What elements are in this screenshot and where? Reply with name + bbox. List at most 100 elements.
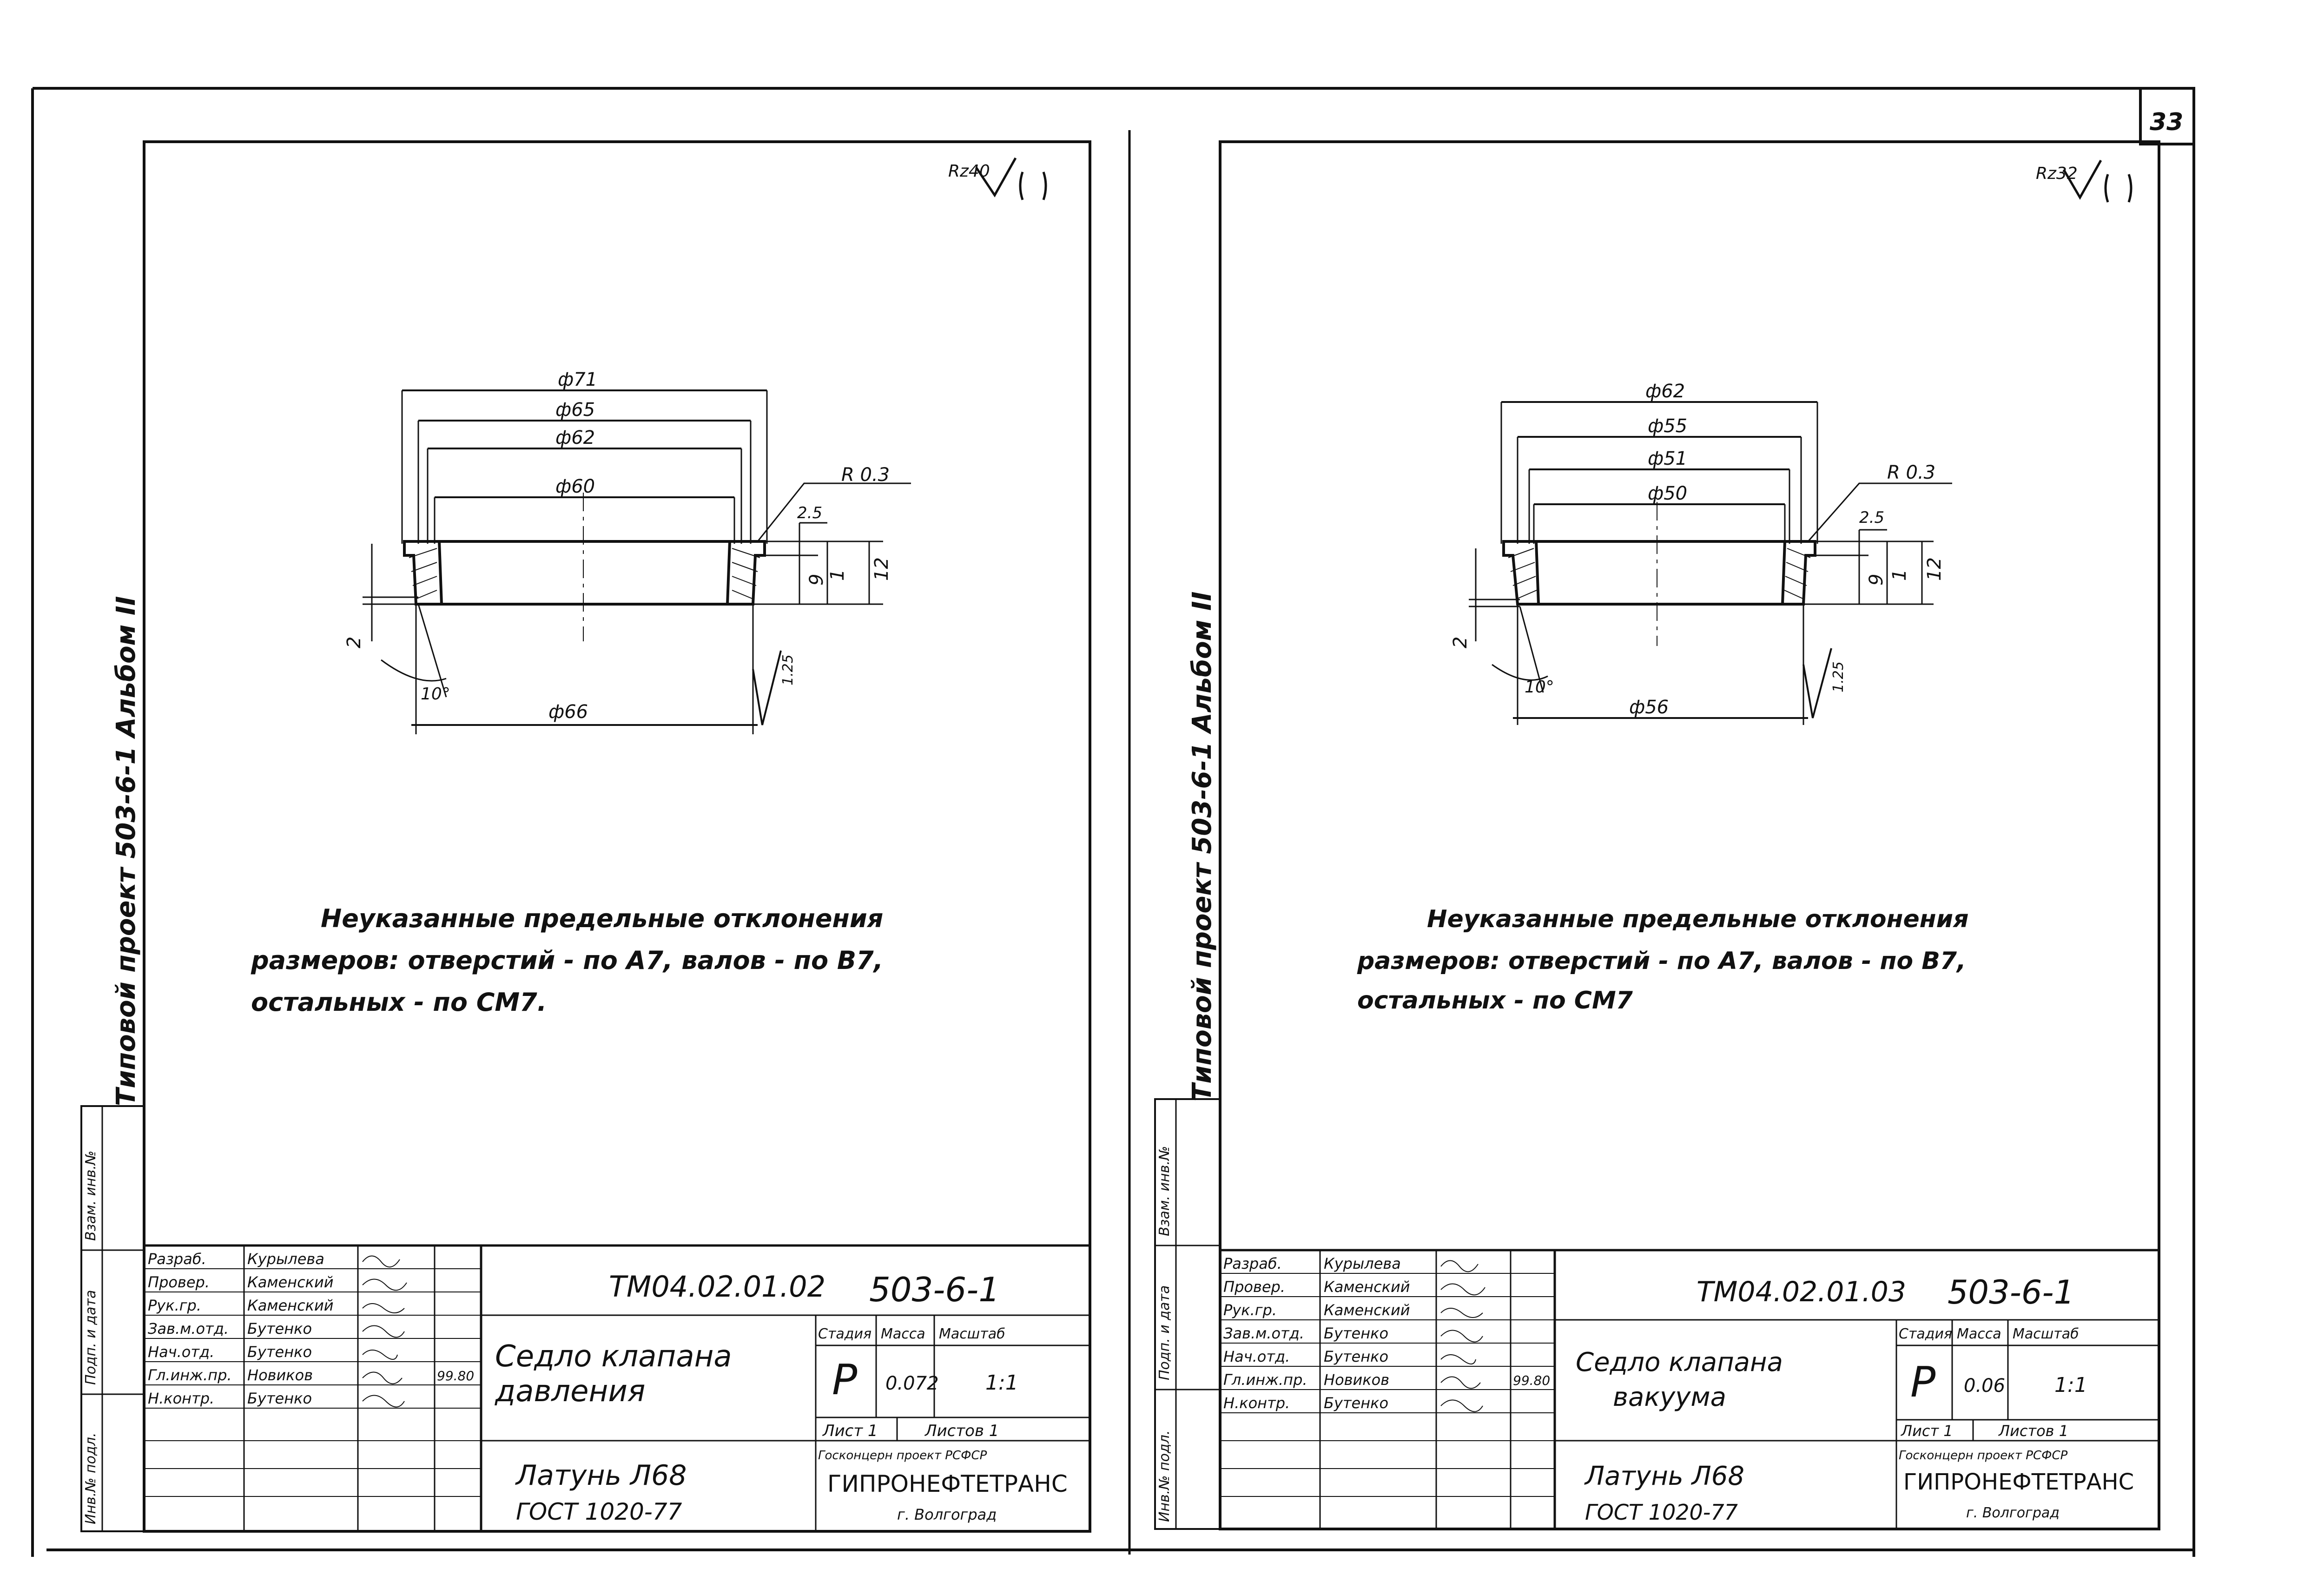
role-3: Зав.м.отд. <box>148 1320 229 1338</box>
role-5: Гл.инж.пр. <box>148 1366 232 1384</box>
page-number: 33 <box>2150 108 2183 136</box>
org-line: Госконцерн проект РСФСР <box>818 1449 987 1463</box>
name-4: Бутенко <box>247 1343 312 1361</box>
part-drawing <box>1469 401 1952 725</box>
name-0: Курылева <box>1324 1255 1401 1272</box>
role-2: Рук.гр. <box>148 1297 201 1314</box>
page-number-box <box>2139 87 2195 145</box>
dim-h2: 2 <box>1450 637 1471 648</box>
organization: ГИПРОНЕФТЕТРАНС <box>827 1470 1068 1497</box>
name-3: Бутенко <box>247 1320 312 1338</box>
right-sheet: Инв.№ подл. Подп. и дата Взам. инв.№ Тип… <box>1154 140 2160 1530</box>
dim-d71: ф71 <box>558 369 597 390</box>
role-0: Разраб. <box>1223 1255 1282 1272</box>
designation: ТМ04.02.01.03 <box>1697 1276 1906 1308</box>
part-title-2: вакуума <box>1613 1382 1726 1412</box>
dim-h9: 9 <box>1866 574 1887 586</box>
mass-header: Масса <box>881 1326 925 1342</box>
dim-h1: 1 <box>827 569 848 581</box>
name-0: Курылева <box>247 1250 324 1268</box>
album-label: Типовой проект 503-6-1 Альбом II <box>1187 591 1217 1101</box>
name-2: Каменский <box>1324 1301 1410 1319</box>
dim-d62: ф62 <box>1645 381 1685 402</box>
scale-value: 1:1 <box>2054 1373 2087 1397</box>
stage-value: Р <box>832 1356 858 1404</box>
name-3: Бутенко <box>1324 1324 1388 1342</box>
side-stamp-sign: Подп. и дата <box>83 1290 99 1385</box>
role-6: Н.контр. <box>1223 1394 1290 1412</box>
role-6: Н.контр. <box>148 1390 214 1407</box>
role-0: Разраб. <box>148 1250 206 1268</box>
title-block <box>1220 1249 2159 1529</box>
note-line-3: остальных - по CM7 <box>1357 987 1633 1015</box>
name-5: Новиков <box>1324 1371 1389 1389</box>
material-line-1: Латунь Л68 <box>515 1459 687 1492</box>
role-3: Зав.м.отд. <box>1223 1324 1304 1342</box>
dim-h12: 12 <box>871 557 892 581</box>
date-cell: 99.80 <box>1513 1373 1550 1388</box>
side-stamp-inv: Инв.№ подл. <box>1156 1430 1173 1522</box>
material-line-1: Латунь Л68 <box>1584 1461 1744 1491</box>
stage-header: Стадия <box>818 1326 872 1342</box>
role-1: Провер. <box>148 1273 210 1291</box>
organization: ГИПРОНЕФТЕТРАНС <box>1903 1469 2134 1495</box>
mass-value: 0.06 <box>1964 1375 2005 1397</box>
right-frame <box>1219 140 2160 1530</box>
name-4: Бутенко <box>1324 1348 1388 1365</box>
part-drawing <box>363 389 911 734</box>
note-line-2: размеров: отверстий - по A7, валов - по … <box>1357 947 1966 975</box>
part-title-2: давления <box>495 1374 645 1409</box>
dim-h9: 9 <box>806 574 827 586</box>
dim-r03: R 0.3 <box>1887 462 1935 483</box>
name-5: Новиков <box>247 1366 313 1384</box>
signatures <box>1440 1260 1486 1412</box>
role-4: Нач.отд. <box>1223 1348 1290 1365</box>
dim-h1: 1 <box>1889 569 1910 581</box>
name-6: Бутенко <box>247 1390 312 1407</box>
dim-d51: ф51 <box>1648 448 1687 469</box>
right-side-stamp <box>1154 1098 1221 1530</box>
dim-r03: R 0.3 <box>841 464 890 486</box>
name-6: Бутенко <box>1324 1394 1388 1412</box>
dim-h2: 2 <box>343 637 365 648</box>
side-stamp-replace: Взам. инв.№ <box>83 1151 99 1241</box>
stage-value: Р <box>1910 1358 1936 1407</box>
roughness-mark: Rz32 <box>2036 164 2078 183</box>
city: г. Волгоград <box>897 1506 997 1523</box>
note-line-2: размеров: отверстий - по A7, валов - по … <box>251 946 883 975</box>
sheets-count: Листов 1 <box>924 1422 999 1440</box>
mass-value: 0.072 <box>885 1373 939 1394</box>
note-line-1: Неуказанные предельные отклонения <box>1427 905 1969 933</box>
role-4: Нач.отд. <box>148 1343 214 1361</box>
dim-h25: 2.5 <box>1859 508 1884 527</box>
part-title-1: Седло клапана <box>495 1339 732 1374</box>
stage-header: Стадия <box>1899 1326 1952 1342</box>
material-line-2: ГОСТ 1020-77 <box>1585 1500 1738 1525</box>
dim-d50: ф50 <box>1648 483 1687 504</box>
side-stamp-sign: Подп. и дата <box>1156 1285 1173 1380</box>
sheet-number: Лист 1 <box>1901 1422 1953 1440</box>
sheet-number: Лист 1 <box>822 1422 878 1440</box>
role-5: Гл.инж.пр. <box>1223 1371 1307 1389</box>
side-stamp-inv: Инв.№ подл. <box>83 1433 99 1524</box>
dim-roughness: 1.25 <box>1830 661 1847 692</box>
dim-roughness: 1.25 <box>780 654 796 685</box>
role-2: Рук.гр. <box>1223 1301 1277 1319</box>
signatures <box>362 1255 407 1408</box>
side-stamp-replace: Взам. инв.№ <box>1156 1146 1173 1236</box>
dim-d65: ф65 <box>555 399 595 421</box>
dim-d62: ф62 <box>555 427 595 448</box>
designation: ТМ04.02.01.02 <box>609 1270 825 1304</box>
name-2: Каменский <box>247 1297 334 1314</box>
dim-h12: 12 <box>1924 557 1945 581</box>
title-block <box>144 1244 1090 1531</box>
name-1: Каменский <box>1324 1278 1410 1296</box>
role-1: Провер. <box>1223 1278 1285 1296</box>
name-1: Каменский <box>247 1273 334 1291</box>
part-title-1: Седло клапана <box>1576 1347 1783 1377</box>
material-line-2: ГОСТ 1020-77 <box>516 1498 682 1525</box>
dim-d56: ф56 <box>1629 697 1669 718</box>
date-cell: 99.80 <box>437 1368 474 1384</box>
city: г. Волгоград <box>1966 1505 2060 1521</box>
